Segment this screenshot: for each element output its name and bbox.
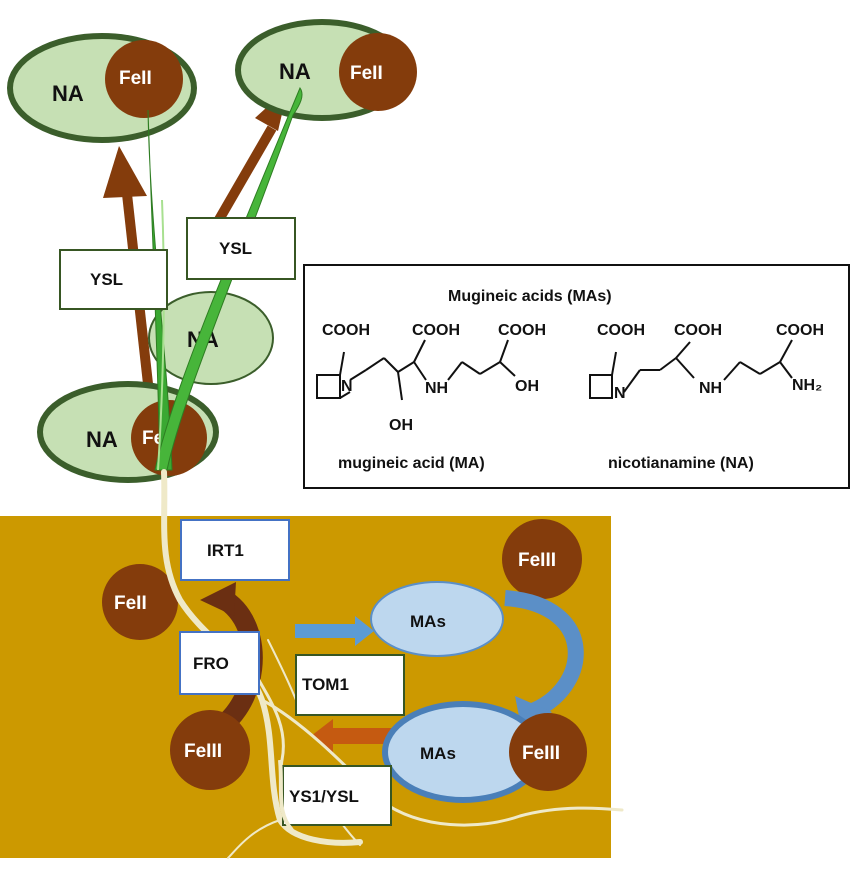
ma-oh-1: OH: [389, 417, 413, 434]
fro-label: FRO: [193, 654, 229, 673]
fe2-label-top-left: FeII: [119, 68, 152, 89]
ysl-label-right: YSL: [219, 239, 252, 258]
ysl-label-left: YSL: [90, 270, 123, 289]
ma-cooh-1: COOH: [322, 322, 370, 339]
fe2-label-top-right: FeII: [350, 63, 383, 84]
na-name: nicotianamine (NA): [608, 455, 754, 472]
na-cooh-1: COOH: [597, 322, 645, 339]
na-label-top-left: NA: [52, 81, 84, 106]
tom1-label: TOM1: [302, 675, 349, 694]
ma-nh: NH: [425, 380, 448, 397]
ma-secretion-arrow: [295, 616, 374, 646]
ma-n-1: N: [341, 378, 353, 395]
root-overlay: [278, 759, 294, 832]
mugineic-acid-structure: [316, 339, 516, 401]
fe3-label-lower-left: FeIII: [184, 741, 222, 762]
fe3-top-right: FeIII: [502, 519, 582, 599]
chem-structure-panel: Mugineic acids (MAs) COOH COOH COOH N NH…: [303, 264, 850, 489]
ma-cooh-2: COOH: [412, 322, 460, 339]
fro-box: FRO: [179, 631, 260, 695]
ma-cooh-3: COOH: [498, 322, 546, 339]
na-n-1: N: [614, 385, 626, 402]
na-label-bottom: NA: [86, 427, 118, 452]
irt1-box: IRT1: [180, 519, 290, 581]
ma-name: mugineic acid (MA): [338, 455, 485, 472]
tom1-box: TOM1: [295, 654, 405, 716]
ys1-uptake-arrow: [311, 719, 392, 753]
chem-panel-title: Mugineic acids (MAs): [448, 288, 612, 305]
ma-oh-2: OH: [515, 378, 539, 395]
na-fe-complex-top-right: NA FeII: [235, 19, 417, 121]
ysl-box-right: YSL: [186, 217, 296, 280]
fe2-label-soil: FeII: [114, 593, 147, 614]
irt1-label: IRT1: [207, 541, 244, 560]
fe3-label-lower-right: FeIII: [522, 743, 560, 764]
na-cooh-3: COOH: [776, 322, 824, 339]
ys1-ysl-label: YS1/YSL: [289, 787, 359, 806]
fe3-label-top-right: FeIII: [518, 550, 556, 571]
ys1-ysl-box: YS1/YSL: [282, 765, 392, 826]
na-label-top-right: NA: [279, 59, 311, 84]
fe3-lower-left: FeIII: [170, 710, 250, 790]
na-nh: NH: [699, 380, 722, 397]
na-cooh-2: COOH: [674, 322, 722, 339]
ysl-box-left: YSL: [59, 249, 168, 310]
na-fe-complex-top-left: NA FeII: [7, 33, 197, 143]
na-nh2: NH₂: [792, 377, 822, 394]
fe2-soil: FeII: [102, 564, 178, 640]
na-fe-complex-bottom: NA FeII: [37, 381, 219, 483]
mas-ellipse-upper: MAs: [370, 581, 504, 657]
mas-label-upper: MAs: [410, 612, 446, 631]
nicotianamine-structure: [589, 339, 793, 399]
mas-label-lower: MAs: [420, 744, 456, 763]
mas-fe-complex-lower: MAs FeIII: [382, 701, 587, 803]
